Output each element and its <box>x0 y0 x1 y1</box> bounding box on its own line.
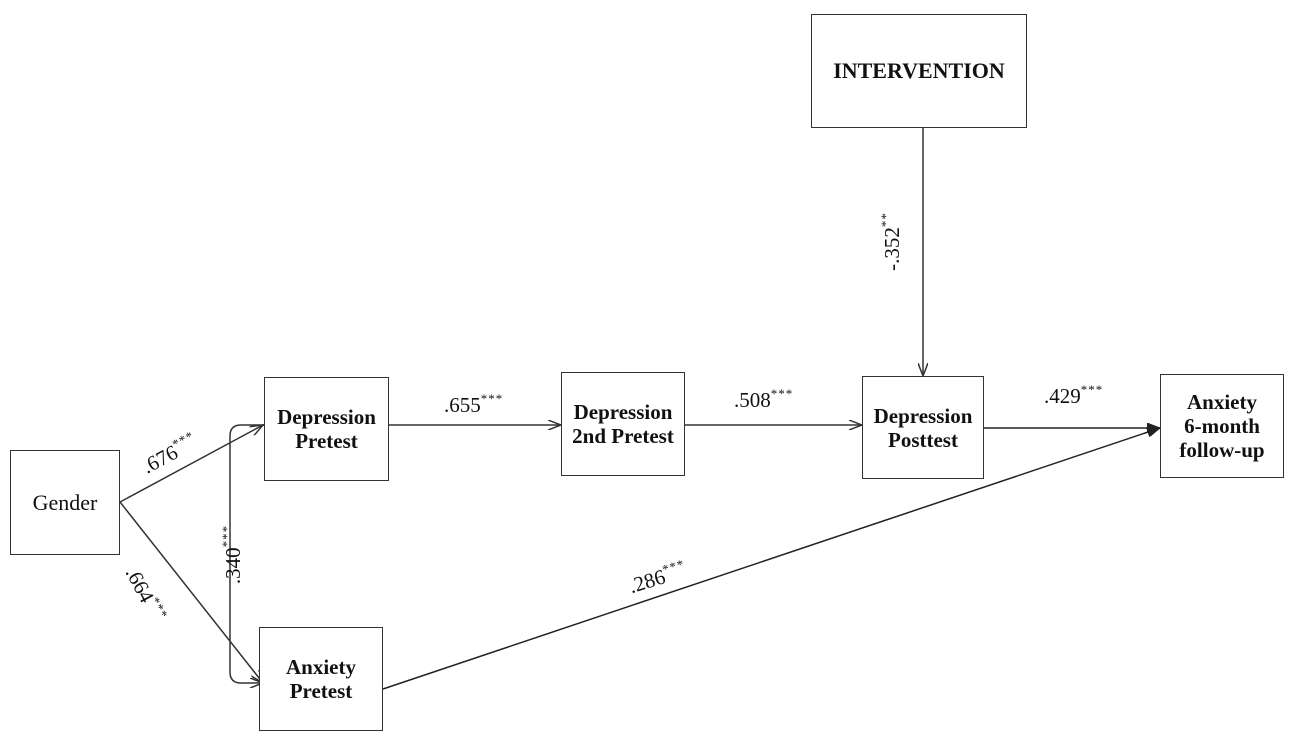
node-label-line: 2nd Pretest <box>572 424 674 448</box>
node-label-line: Pretest <box>289 679 353 703</box>
node-intervention: INTERVENTION <box>811 14 1027 128</box>
significance-stars: *** <box>1080 382 1104 397</box>
path-depression-anxiety-pretest-correlation <box>229 425 263 683</box>
node-label-line: Anxiety <box>286 655 356 679</box>
coefficient-value: .508 <box>734 388 771 412</box>
coef-2nd-pretest-posttest: .508*** <box>734 386 793 413</box>
node-label-line: Pretest <box>295 429 358 453</box>
coef-depression-pretest-2nd: .655*** <box>444 391 503 418</box>
significance-stars: *** <box>770 386 794 401</box>
node-label-line: 6-month <box>1184 414 1260 438</box>
node-label-line: Depression <box>573 400 673 424</box>
coef-intervention-posttest: -.352** <box>878 212 905 271</box>
significance-stars: ** <box>877 212 893 228</box>
coefficient-value: .340 <box>221 547 246 585</box>
coefficient-value: .655 <box>444 393 481 417</box>
node-label-line: Posttest <box>888 427 958 452</box>
node-label-line: Gender <box>32 489 98 515</box>
coefficient-value: .429 <box>1044 384 1081 408</box>
node-label-line: Depression <box>873 403 973 428</box>
path-gender-to-depression-pretest <box>119 425 263 503</box>
node-label-line: Depression <box>277 405 376 429</box>
significance-stars: *** <box>480 391 504 406</box>
node-label-line: follow-up <box>1179 438 1265 462</box>
node-label-line: Anxiety <box>1187 390 1257 414</box>
path-anxiety-pretest-to-followup <box>382 428 1160 690</box>
coef-posttest-anxiety-followup: .429*** <box>1044 382 1103 409</box>
coef-depression-anxiety-correlation: .340*** <box>219 525 246 584</box>
path-gender-to-anxiety-pretest <box>119 501 263 683</box>
significance-stars: *** <box>219 524 235 548</box>
node-label-line: INTERVENTION <box>833 58 1005 83</box>
coefficient-value: -.352 <box>879 227 904 271</box>
node-gender: Gender <box>10 450 120 555</box>
